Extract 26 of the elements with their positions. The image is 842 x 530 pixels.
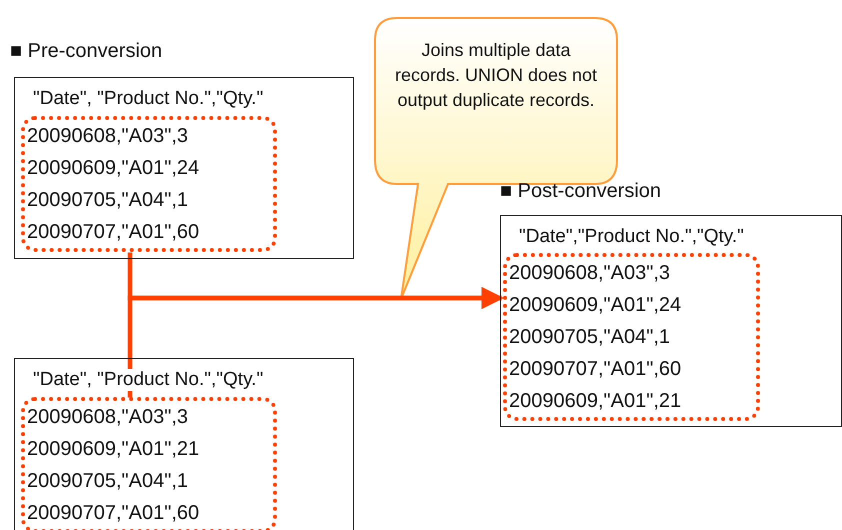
column-header: "Date", "Product No.","Qty." — [33, 88, 264, 110]
data-box — [500, 215, 842, 427]
data-record: 20090707,"A01",60 — [508, 357, 682, 382]
dotted-highlight — [503, 253, 760, 421]
section-heading: ■ Post-conversion — [500, 180, 662, 203]
data-record: 20090609,"A01",24 — [26, 156, 200, 181]
data-box — [14, 358, 354, 530]
data-record: 20090705,"A04",1 — [508, 325, 672, 350]
data-record: 20090707,"A01",60 — [26, 220, 200, 245]
data-record: 20090608,"A03",3 — [26, 124, 190, 149]
data-record: 20090609,"A01",21 — [26, 437, 200, 462]
data-record: 20090609,"A01",24 — [508, 293, 682, 318]
column-header: "Date", "Product No.","Qty." — [33, 369, 264, 391]
data-record: 20090705,"A04",1 — [26, 469, 190, 494]
column-header: "Date","Product No.","Qty." — [519, 226, 744, 248]
connector-arrow — [128, 286, 504, 398]
data-box — [14, 77, 354, 259]
dotted-highlight — [21, 397, 277, 530]
data-record: 20090608,"A03",3 — [508, 261, 672, 286]
data-record: 20090609,"A01",21 — [508, 389, 682, 414]
data-record: 20090608,"A03",3 — [26, 405, 190, 430]
callout-text: Joins multiple data records. UNION does not output duplicate records. — [394, 39, 598, 112]
dotted-highlight — [21, 116, 277, 252]
section-heading: ■ Pre-conversion — [10, 40, 162, 63]
data-record: 20090705,"A04",1 — [26, 188, 190, 213]
data-record: 20090707,"A01",60 — [26, 501, 200, 526]
